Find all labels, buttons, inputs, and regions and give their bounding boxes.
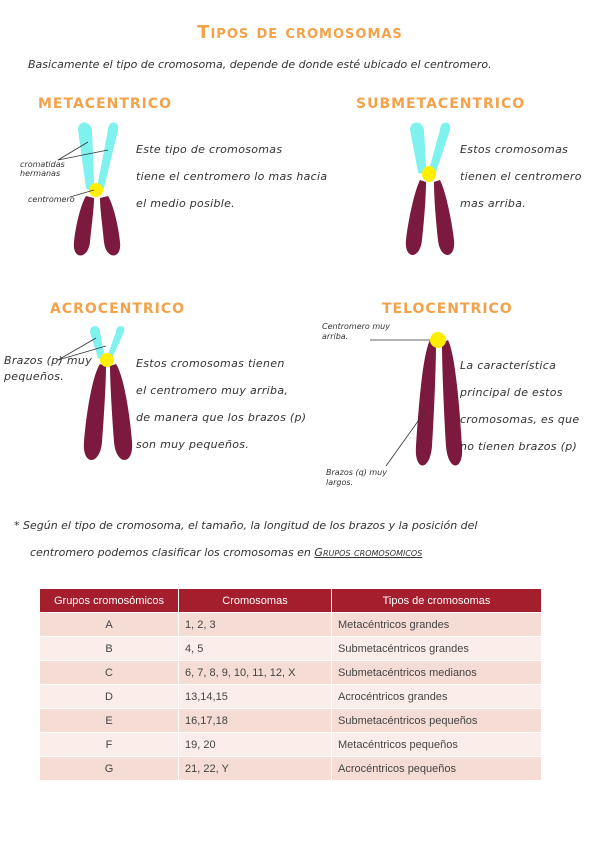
table-cell: 19, 20 <box>179 733 332 757</box>
classification-note-line2: centromero podemos clasificar los cromos… <box>30 546 422 559</box>
description-line: tiene el centromero lo mas hacia <box>136 163 346 190</box>
description-line: de manera que los brazos (p) <box>136 404 346 431</box>
telocentric-pointer-lines <box>340 330 450 470</box>
description-line: tienen el centromero <box>460 163 600 190</box>
table-cell: Submetacéntricos medianos <box>332 661 542 685</box>
description-line: La característica <box>460 352 600 379</box>
description-line: el medio posible. <box>136 190 346 217</box>
table-cell: 13,14,15 <box>179 685 332 709</box>
table-cell: Submetacéntricos grandes <box>332 637 542 661</box>
metacentric-description: Este tipo de cromosomas tiene el centrom… <box>136 136 346 217</box>
table-cell: Acrocéntricos pequeños <box>332 757 542 781</box>
page-title: Tipos de cromosomas <box>0 22 600 43</box>
table-cell: 1, 2, 3 <box>179 613 332 637</box>
table-cell: 4, 5 <box>179 637 332 661</box>
table-cell: D <box>40 685 179 709</box>
table-cell: Metacéntricos grandes <box>332 613 542 637</box>
classification-note-line1: * Según el tipo de cromosoma, el tamaño,… <box>14 519 478 532</box>
table-cell: Submetacéntricos pequeños <box>332 709 542 733</box>
submetacentric-chromosome-diagram <box>402 122 462 262</box>
description-line: son muy pequeños. <box>136 431 346 458</box>
chromosome-groups-table: Grupos cromosómicos Cromosomas Tipos de … <box>40 589 542 780</box>
acrocentric-title: ACROCENTRICO <box>50 301 185 317</box>
table-header-row: Grupos cromosómicos Cromosomas Tipos de … <box>40 589 542 613</box>
centromere-label: centromero <box>28 195 75 204</box>
table-cell: Acrocéntricos grandes <box>332 685 542 709</box>
description-line: cromosomas, es que <box>460 406 600 433</box>
table-row: C 6, 7, 8, 9, 10, 11, 12, X Submetacéntr… <box>40 661 542 685</box>
submetacentric-title: SUBMETACENTRICO <box>356 96 525 112</box>
table-cell: A <box>40 613 179 637</box>
table-row: B 4, 5 Submetacéntricos grandes <box>40 637 542 661</box>
column-header: Grupos cromosómicos <box>40 589 179 613</box>
description-line: mas arriba. <box>460 190 600 217</box>
table-row: A 1, 2, 3 Metacéntricos grandes <box>40 613 542 637</box>
table-cell: E <box>40 709 179 733</box>
acrocentric-description: Estos cromosomas tienen el centromero mu… <box>136 350 346 458</box>
acrocentric-arms-label: Brazos (p) muy pequeños. <box>4 353 94 385</box>
table-cell: 21, 22, Y <box>179 757 332 781</box>
description-line: principal de estos <box>460 379 600 406</box>
table-cell: C <box>40 661 179 685</box>
table-cell: F <box>40 733 179 757</box>
column-header: Tipos de cromosomas <box>332 589 542 613</box>
column-header: Cromosomas <box>179 589 332 613</box>
table-row: F 19, 20 Metacéntricos pequeños <box>40 733 542 757</box>
description-line: el centromero muy arriba, <box>136 377 346 404</box>
chromosome-groups-link: Grupos cromosomicos <box>314 546 422 559</box>
table-cell: 6, 7, 8, 9, 10, 11, 12, X <box>179 661 332 685</box>
intro-text: Basicamente el tipo de cromosoma, depend… <box>28 58 492 71</box>
telocentric-description: La característica principal de estos cro… <box>460 352 600 460</box>
description-line: Este tipo de cromosomas <box>136 136 346 163</box>
table-row: E 16,17,18 Submetacéntricos pequeños <box>40 709 542 733</box>
table-cell: B <box>40 637 179 661</box>
table-row: G 21, 22, Y Acrocéntricos pequeños <box>40 757 542 781</box>
metacentric-title: METACENTRICO <box>38 96 172 112</box>
table-cell: 16,17,18 <box>179 709 332 733</box>
telocentric-arms-label: Brazos (q) muy largos. <box>326 468 416 488</box>
telocentric-title: TELOCENTRICO <box>382 301 513 317</box>
description-line: no tienen brazos (p) <box>460 433 600 460</box>
description-line: Estos cromosomas tienen <box>136 350 346 377</box>
note-text: centromero podemos clasificar los cromos… <box>30 546 311 559</box>
table-cell: G <box>40 757 179 781</box>
submetacentric-description: Estos cromosomas tienen el centromero ma… <box>460 136 600 217</box>
sister-chromatids-label: cromatidas hermanas <box>20 160 80 178</box>
table-cell: Metacéntricos pequeños <box>332 733 542 757</box>
description-line: Estos cromosomas <box>460 136 600 163</box>
table-row: D 13,14,15 Acrocéntricos grandes <box>40 685 542 709</box>
